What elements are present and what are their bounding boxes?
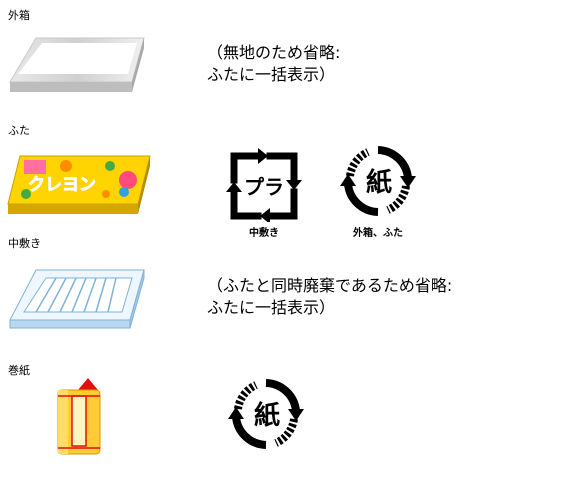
wrapper-image — [50, 376, 106, 458]
pla-recycle-icon: プラ — [224, 146, 304, 222]
outer-box-note-line2: ふたに一括表示） — [207, 65, 336, 84]
paper-recycle-icon: 紙 — [338, 142, 418, 220]
pla-caption: 中敷き — [249, 228, 279, 239]
lid-image: クレヨン — [6, 152, 152, 218]
paper-symbol-text: 紙 — [366, 167, 392, 198]
paper-caption: 外箱、ふた — [353, 228, 403, 239]
inner-tray-note-line1: （ふたと同時廃棄であるため省略: — [207, 276, 453, 295]
inner-tray-note-line2: ふたに一括表示） — [207, 298, 336, 317]
lid-box-text: クレヨン — [28, 175, 96, 195]
wrapper-paper-recycle-icon: 紙 — [226, 374, 306, 454]
outer-box-note-line1: （無地のため省略: — [207, 43, 341, 62]
wrapper-paper-symbol-text: 紙 — [254, 400, 280, 431]
outer-box-image — [6, 34, 148, 96]
inner-tray-image — [8, 266, 146, 332]
label-inner-tray: 中敷き — [8, 237, 41, 250]
label-outer-box: 外箱 — [8, 9, 30, 22]
label-wrapper: 巻紙 — [8, 364, 30, 377]
label-lid: ふた — [8, 124, 30, 137]
pla-symbol-text: プラ — [244, 175, 284, 199]
